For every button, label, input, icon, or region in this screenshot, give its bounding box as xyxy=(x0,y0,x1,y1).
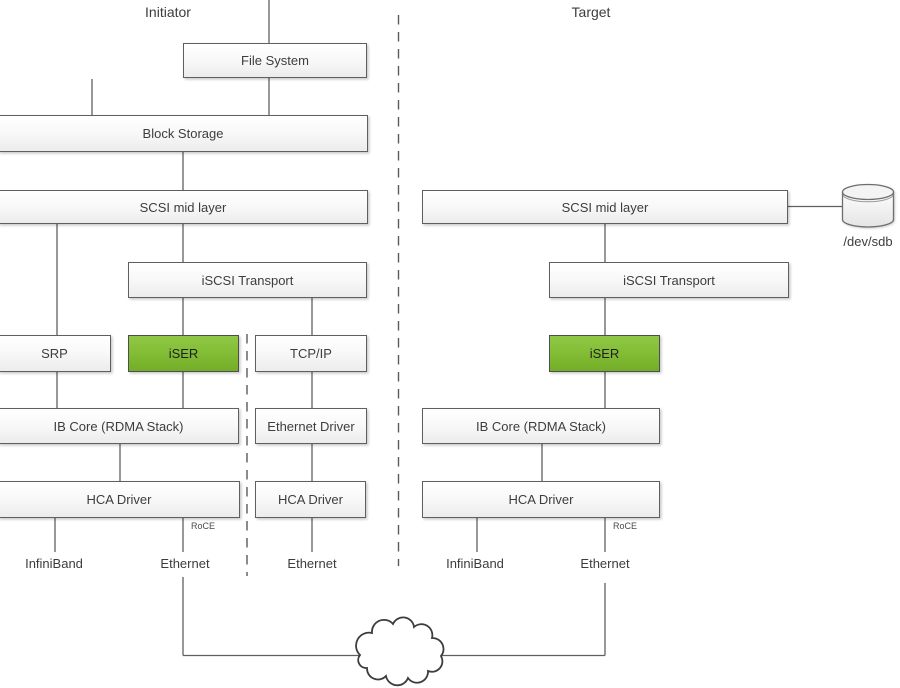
node-ib-core-initiator: IB Core (RDMA Stack) xyxy=(0,408,239,444)
node-srp: SRP xyxy=(0,335,111,372)
node-label: Block Storage xyxy=(142,126,224,141)
node-label: IB Core (RDMA Stack) xyxy=(53,418,184,434)
node-label: TCP/IP xyxy=(290,346,332,361)
disk-cylinder-icon xyxy=(841,183,895,228)
node-scsi-mid-initiator: SCSI mid layer xyxy=(0,190,368,224)
node-label: IB Core (RDMA Stack) xyxy=(475,418,607,434)
node-label: HCA Driver xyxy=(277,492,343,507)
node-scsi-mid-target: SCSI mid layer xyxy=(422,190,788,224)
node-label: iSER xyxy=(168,346,199,361)
node-label: SCSI mid layer xyxy=(139,199,227,215)
node-hca-driver-initiator-eth: HCA Driver xyxy=(255,481,366,518)
node-hca-driver-target: HCA Driver xyxy=(422,481,660,518)
infiniband-label-initiator: InfiniBand xyxy=(25,556,83,571)
node-tcp-ip: TCP/IP xyxy=(255,335,367,372)
node-label: iSCSI Transport xyxy=(623,272,715,288)
node-label: HCA Driver xyxy=(508,492,574,507)
node-label: File System xyxy=(241,53,309,68)
network-cloud xyxy=(355,616,445,687)
node-iser-target: iSER xyxy=(549,335,660,372)
ethernet-label-initiator-tcp: Ethernet xyxy=(287,556,337,571)
dashed-separators xyxy=(246,15,400,576)
node-ethernet-driver: Ethernet Driver xyxy=(255,408,367,444)
node-ib-core-target: IB Core (RDMA Stack) xyxy=(422,408,660,444)
node-label: iSER xyxy=(589,346,620,361)
node-label: HCA Driver xyxy=(86,492,152,507)
disk-device-label: /dev/sdb xyxy=(843,234,893,249)
roce-label-target: RoCE xyxy=(612,521,637,531)
node-iser-initiator: iSER xyxy=(128,335,239,372)
connector-lines xyxy=(54,0,842,657)
node-iscsi-transport-initiator: iSCSI Transport xyxy=(128,262,367,298)
infiniband-label-target: InfiniBand xyxy=(446,556,504,571)
node-label: SRP xyxy=(41,346,68,361)
target-header: Target xyxy=(571,4,611,20)
ethernet-label-initiator-roce: Ethernet xyxy=(160,556,210,571)
node-file-system: File System xyxy=(183,43,367,78)
ethernet-label-target: Ethernet xyxy=(580,556,630,571)
node-label: SCSI mid layer xyxy=(561,199,649,215)
roce-label-initiator: RoCE xyxy=(190,521,215,531)
node-label: Ethernet Driver xyxy=(267,418,355,434)
node-block-storage: Block Storage xyxy=(0,115,368,152)
node-hca-driver-initiator-ib: HCA Driver xyxy=(0,481,240,518)
node-label: iSCSI Transport xyxy=(201,272,294,288)
initiator-header: Initiator xyxy=(145,4,191,20)
node-iscsi-transport-target: iSCSI Transport xyxy=(549,262,789,298)
